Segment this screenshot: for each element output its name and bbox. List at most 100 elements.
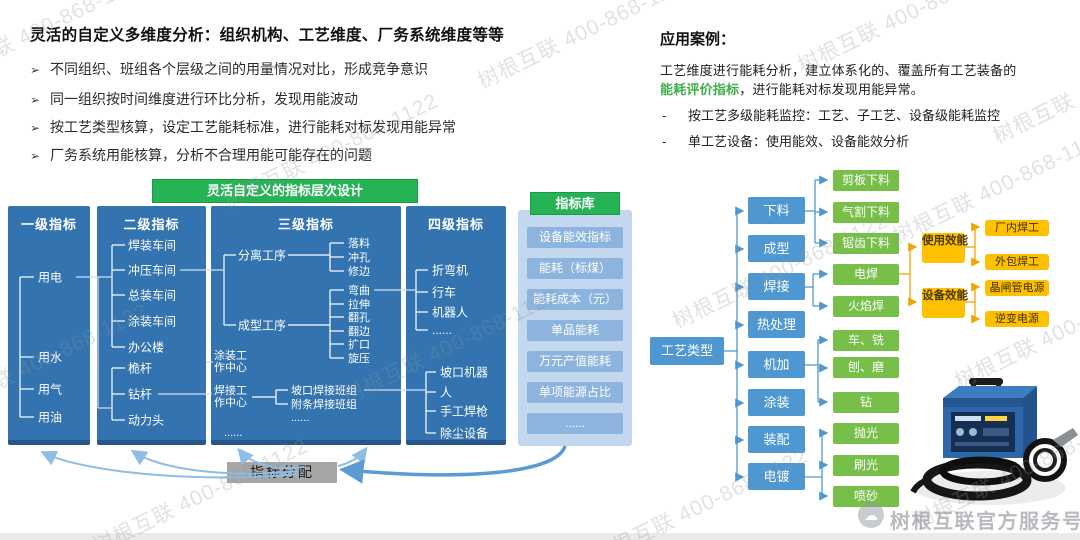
cloud-logo-icon: ☁: [858, 502, 884, 528]
process-node: 下料: [748, 197, 805, 224]
case-paragraph-rest: ，进行能耗对标发现用能异常。: [739, 82, 925, 97]
efficiency-node: 设备效能: [922, 288, 968, 318]
subprocess-node: 抛光: [833, 423, 899, 444]
level1-column-title: 一级指标: [20, 217, 77, 232]
level3-column-title: 三级指标: [277, 217, 334, 232]
case-point-text: 按工艺多级能耗监控：工艺、子工艺、设备级能耗监控: [688, 108, 1001, 123]
tree-item: 用电: [38, 270, 63, 285]
page-title: 灵活的自定义多维度分析：组织机构、工艺维度、厂务系统维度等等: [30, 27, 505, 44]
tree-item: 成型工序: [238, 318, 287, 333]
level4-column-title: 四级指标: [427, 217, 484, 232]
bullet-item: ➢ 同一组织按时间维度进行环比分析，发现用能波动: [30, 89, 358, 109]
tree-item: 旋压: [348, 353, 370, 365]
level2-column-title: 二级指标: [123, 217, 180, 232]
bullet-text: 同一组织按时间维度进行环比分析，发现用能波动: [50, 91, 358, 107]
library-item: ......: [527, 413, 623, 434]
indicator-library-header: 指标库: [530, 192, 620, 215]
tree-item: 涂装工作中心: [214, 350, 247, 374]
watermark-text: 树根互联 400-868-1122: [889, 124, 1080, 249]
tree-root-node: 工艺类型: [650, 337, 724, 365]
tree-item: 除尘设备: [440, 426, 489, 441]
watermark-text: 树根互联 400-868-1122: [0, 0, 152, 92]
tree-item: 焊装车间: [128, 238, 177, 253]
level1-column: [8, 206, 90, 445]
case-heading: 应用案例：: [660, 31, 736, 48]
tree-item: 总装车间: [128, 288, 177, 303]
tree-item: 涂装车间: [128, 314, 177, 329]
highlighted-term: 能耗评价指标: [660, 82, 740, 97]
library-item: 能耗（标煤）: [527, 258, 623, 279]
bullet-text: 厂务系统用能核算，分析不合理用能可能存在的问题: [50, 147, 372, 163]
arrow-bullet-icon: ➢: [30, 93, 41, 107]
watermark-text: 树根互联 400-868-1122: [989, 24, 1080, 149]
arrow-bullet-icon: ➢: [30, 149, 41, 163]
ellipsis-item: ......: [432, 323, 453, 337]
tree-item: 用油: [38, 410, 63, 425]
tree-item: 冲孔: [348, 252, 370, 264]
subprocess-node: 刷光: [833, 455, 899, 476]
subprocess-node: 电焊: [833, 264, 899, 285]
allocation-box: 指标分配: [227, 462, 337, 483]
tree-item: 用气: [38, 382, 63, 397]
tree-item: 焊接工作中心: [214, 385, 247, 409]
arrow-bullet-icon: ➢: [30, 121, 41, 135]
case-point: -按工艺多级能耗监控：工艺、子工艺、设备级能耗监控: [662, 105, 1000, 124]
tree-item: 钻杆: [128, 387, 153, 402]
tree-item: 手工焊枪: [440, 404, 489, 419]
ellipsis-item: ......: [224, 427, 243, 439]
library-item: 单品能耗: [527, 320, 623, 341]
bullet-item: ➢ 按工艺类型核算，设定工艺能耗标准，进行能耗对标发现用能异常: [30, 117, 456, 137]
process-node: 焊接: [748, 273, 805, 300]
tree-item: 办公楼: [128, 340, 165, 355]
efficiency-leaf: 外包焊工: [985, 254, 1049, 270]
library-item: 万元产值能耗: [527, 351, 623, 372]
watermark-text: 树根互联 400-868-1122: [89, 434, 312, 540]
tree-item: 扩口: [348, 339, 370, 351]
tree-item: 修边: [348, 266, 370, 278]
process-node: 成型: [748, 235, 805, 262]
tree-item: 人: [440, 385, 453, 400]
tree-item: 行车: [432, 285, 457, 300]
tree-item: 翻孔: [348, 312, 370, 324]
tree-item: 机器人: [432, 305, 469, 320]
efficiency-leaf: 逆变电源: [985, 311, 1049, 327]
subprocess-node: 气割下料: [833, 202, 899, 223]
subprocess-node: 锯齿下料: [833, 233, 899, 254]
tree-item: 附条焊接班组: [291, 399, 357, 411]
process-node: 电镀: [748, 463, 805, 490]
efficiency-leaf: 晶闸管电源: [985, 280, 1049, 296]
level2-column: [97, 206, 206, 445]
subprocess-node: 喷砂: [833, 486, 899, 507]
subprocess-node: 火焰焊: [833, 296, 899, 317]
process-node: 热处理: [748, 311, 805, 338]
tree-item: 落料: [348, 238, 370, 250]
process-node: 涂装: [748, 389, 805, 416]
tree-item: 动力头: [128, 413, 165, 428]
bullet-item: ➢ 不同组织、班组各个层级之间的用量情况对比，形成竞争意识: [30, 59, 428, 79]
bullet-item: ➢ 厂务系统用能核算，分析不合理用能可能存在的问题: [30, 145, 372, 165]
tree-item: 弯曲: [348, 285, 370, 297]
subprocess-node: 剪板下料: [833, 170, 899, 191]
tree-item: 用水: [38, 350, 63, 365]
bullet-text: 按工艺类型核算，设定工艺能耗标准，进行能耗对标发现用能异常: [50, 119, 456, 135]
tree-item: 冲压车间: [128, 263, 177, 278]
hierarchy-design-header: 灵活自定义的指标层次设计: [152, 179, 418, 203]
case-point-text: 单工艺设备：使用能效、设备能效分析: [688, 134, 910, 149]
welding-machine-photo: [910, 378, 1078, 505]
efficiency-node: 使用效能: [922, 233, 968, 263]
tree-item: 坡口机器: [440, 365, 489, 380]
bullet-text: 不同组织、班组各个层级之间的用量情况对比，形成竞争意识: [50, 61, 428, 77]
process-node: 装配: [748, 426, 805, 453]
efficiency-leaf: 厂内焊工: [985, 220, 1049, 236]
level4-column: [406, 206, 506, 445]
arrow-bullet-icon: ➢: [30, 63, 41, 77]
case-paragraph-line2: 能耗评价指标，进行能耗对标发现用能异常。: [660, 79, 924, 98]
bottom-edge-strip: [0, 533, 1080, 540]
subprocess-node: 车、铣: [833, 330, 899, 351]
tree-item: 坡口焊接班组: [291, 385, 357, 397]
subprocess-node: 刨、磨: [833, 357, 899, 378]
library-item: 设备能效指标: [527, 227, 623, 248]
dash-bullet: -: [662, 134, 667, 149]
tree-item: 拉伸: [348, 299, 370, 311]
